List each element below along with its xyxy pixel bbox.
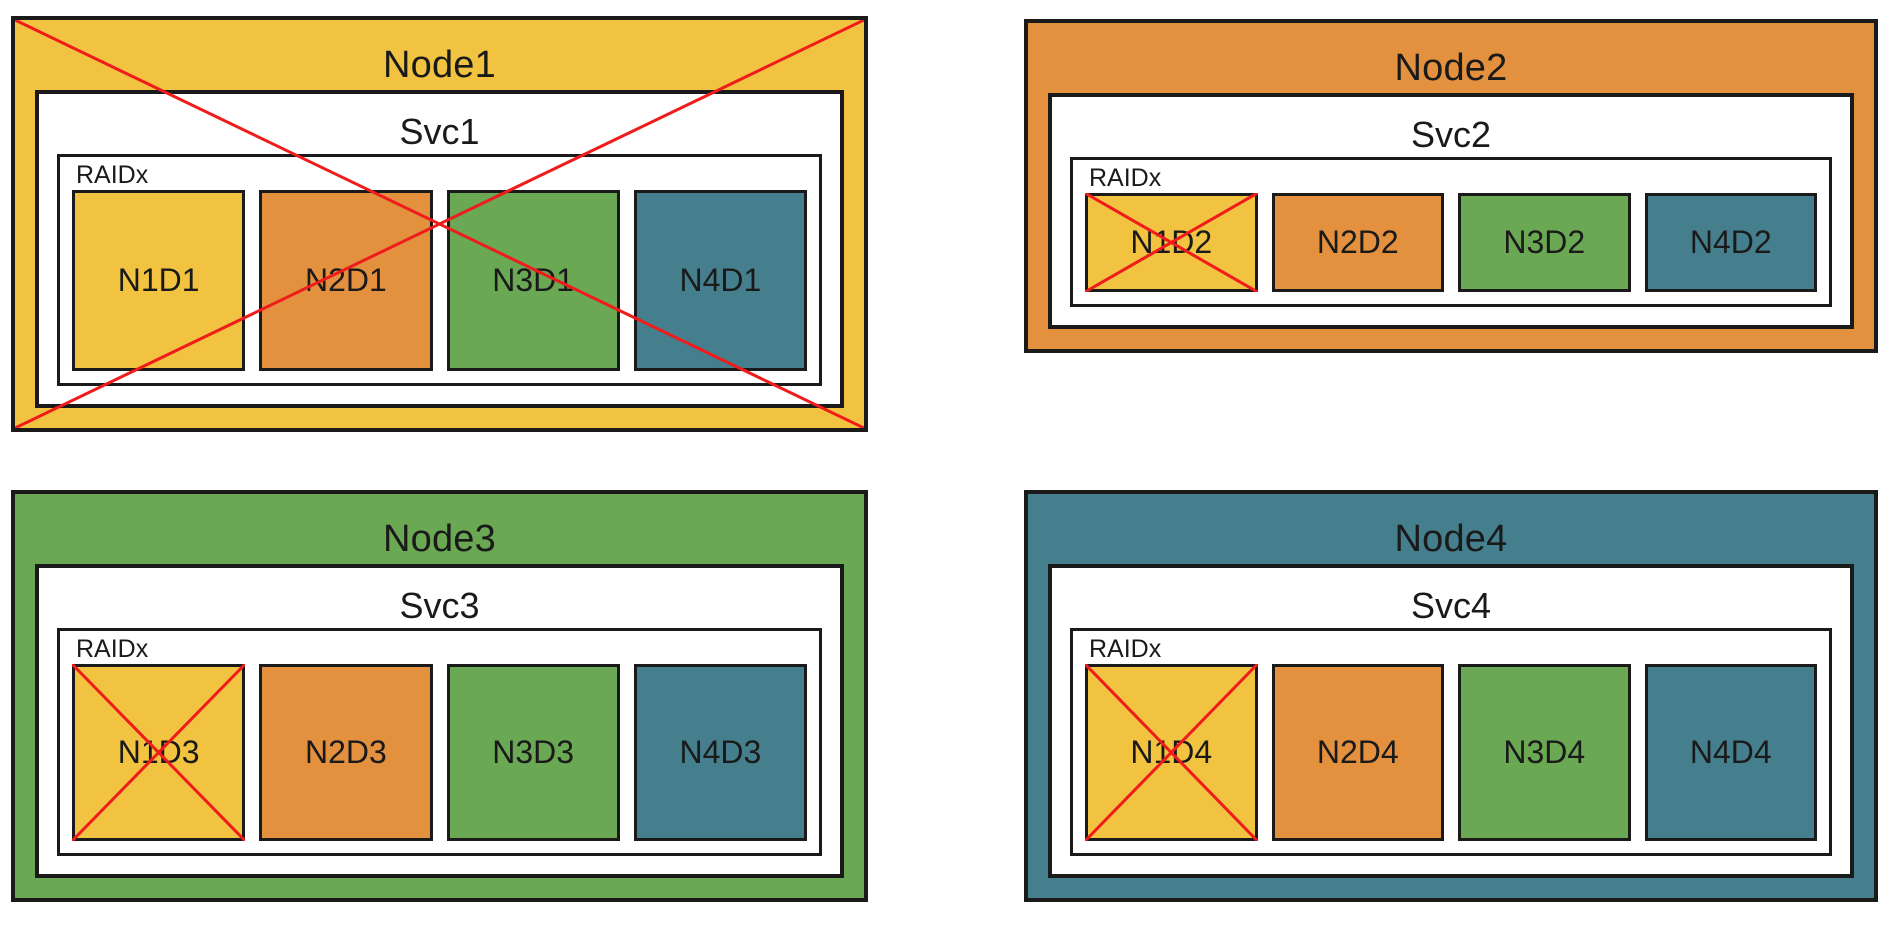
raid-group[interactable]: RAIDx N1D4 N2D4 N3D4: [1070, 628, 1832, 856]
service-box-svc4[interactable]: Svc4 RAIDx N1D4 N2D4 N3D4: [1048, 564, 1854, 878]
disk-n4d1[interactable]: N4D1: [633, 190, 807, 371]
node-title: Node4: [1394, 518, 1508, 560]
disk-label: N4D3: [679, 734, 762, 770]
disk-label: N3D1: [492, 262, 575, 298]
node-card-node3[interactable]: Node3 Svc3 RAIDx N1D3 N2D3: [11, 490, 868, 902]
disk-n3d2[interactable]: N3D2: [1458, 193, 1631, 292]
disk-label: N3D4: [1503, 734, 1586, 770]
disk-n2d4[interactable]: N2D4: [1271, 664, 1444, 841]
disk-failure-x-icon: [1085, 193, 1258, 292]
disk-label: N1D4: [1130, 734, 1213, 770]
raid-group[interactable]: RAIDx N1D3 N2D3 N3D3: [57, 628, 822, 856]
raid-label: RAIDx: [76, 635, 149, 663]
disk-list: N1D1 N2D1 N3D1 N4D1: [72, 190, 807, 371]
raid-label: RAIDx: [76, 161, 149, 189]
service-title: Svc1: [399, 111, 480, 152]
disk-n3d4[interactable]: N3D4: [1458, 664, 1631, 841]
disk-n3d1[interactable]: N3D1: [446, 190, 620, 371]
node-title: Node1: [383, 44, 496, 86]
disk-n1d4[interactable]: N1D4: [1085, 664, 1258, 841]
node-card-node2[interactable]: Node2 Svc2 RAIDx N1D2 N2D2: [1024, 19, 1878, 353]
disk-list: N1D3 N2D3 N3D3 N4D3: [72, 664, 807, 841]
disk-label: N1D2: [1130, 224, 1213, 260]
raid-group[interactable]: RAIDx N1D2 N2D2 N3D2: [1070, 157, 1832, 307]
raid-group[interactable]: RAIDx N1D1 N2D1 N3D1 N4D1: [57, 154, 822, 386]
disk-list: N1D2 N2D2 N3D2 N4D2: [1085, 193, 1817, 292]
node-card-node4[interactable]: Node4 Svc4 RAIDx N1D4 N2D4: [1024, 490, 1878, 902]
service-title: Svc4: [1410, 585, 1492, 626]
service-title: Svc3: [399, 585, 480, 626]
service-box-svc2[interactable]: Svc2 RAIDx N1D2 N2D2 N3D2: [1048, 93, 1854, 329]
disk-n1d3[interactable]: N1D3: [72, 664, 246, 841]
disk-n2d3[interactable]: N2D3: [259, 664, 433, 841]
disk-n4d2[interactable]: N4D2: [1644, 193, 1817, 292]
service-title: Svc2: [1410, 114, 1492, 155]
disk-list: N1D4 N2D4 N3D4 N4D4: [1085, 664, 1817, 841]
disk-label: N2D2: [1316, 224, 1399, 260]
disk-failure-x-icon: [1085, 664, 1258, 841]
disk-n2d2[interactable]: N2D2: [1271, 193, 1444, 292]
service-box-svc3[interactable]: Svc3 RAIDx N1D3 N2D3 N3D3: [35, 564, 844, 878]
disk-failure-x-icon: [72, 664, 245, 841]
disk-label: N1D3: [117, 734, 200, 770]
node-title: Node3: [383, 518, 496, 560]
disk-label: N4D1: [679, 262, 762, 298]
disk-label: N1D1: [117, 262, 200, 298]
disk-n2d1[interactable]: N2D1: [259, 190, 433, 371]
disk-n1d2[interactable]: N1D2: [1085, 193, 1258, 292]
disk-n1d1[interactable]: N1D1: [72, 190, 246, 371]
node-title: Node2: [1394, 47, 1508, 89]
disk-label: N4D4: [1689, 734, 1772, 770]
disk-label: N3D3: [492, 734, 575, 770]
raid-label: RAIDx: [1089, 164, 1162, 192]
raid-label: RAIDx: [1089, 635, 1162, 663]
disk-label: N2D3: [304, 734, 387, 770]
disk-label: N2D1: [304, 262, 387, 298]
disk-label: N2D4: [1316, 734, 1399, 770]
disk-label: N4D2: [1689, 224, 1772, 260]
disk-n4d4[interactable]: N4D4: [1644, 664, 1817, 841]
service-box-svc1[interactable]: Svc1 RAIDx N1D1 N2D1 N3D1 N4D1: [35, 90, 844, 408]
node-card-node1[interactable]: Node1 Svc1 RAIDx N1D1 N2D1 N3D1 N4D1: [11, 16, 868, 432]
disk-n3d3[interactable]: N3D3: [446, 664, 620, 841]
disk-label: N3D2: [1503, 224, 1586, 260]
disk-n4d3[interactable]: N4D3: [633, 664, 807, 841]
